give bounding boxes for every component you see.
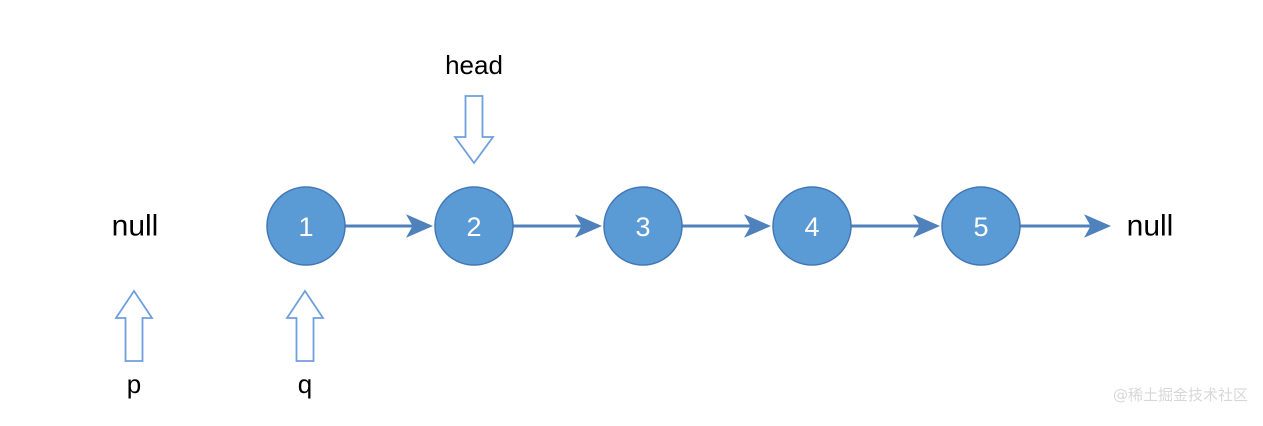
node-circle [266, 186, 346, 266]
node-circle [603, 186, 683, 266]
head-pointer-label: head [445, 50, 503, 80]
watermark: @稀土掘金技术社区 [1113, 386, 1248, 404]
p-pointer: p [114, 289, 154, 399]
node-circle [941, 186, 1021, 266]
null-label-left: null [112, 210, 159, 243]
q-pointer-label: q [298, 369, 312, 399]
list-node-5[interactable]: 5 [941, 186, 1021, 266]
block-arrow-up-icon [285, 289, 325, 362]
block-arrow-down-icon [453, 95, 495, 165]
list-node-4[interactable]: 4 [772, 186, 852, 266]
list-node-1[interactable]: 1 [266, 186, 346, 266]
node-circle [772, 186, 852, 266]
head-pointer: head [445, 50, 503, 165]
q-pointer: q [285, 289, 325, 399]
block-arrow-up-icon [114, 289, 154, 362]
null-label-right: null [1127, 210, 1174, 243]
list-node-3[interactable]: 3 [603, 186, 683, 266]
node-circle [434, 186, 514, 266]
list-node-2[interactable]: 2 [434, 186, 514, 266]
p-pointer-label: p [127, 369, 141, 399]
